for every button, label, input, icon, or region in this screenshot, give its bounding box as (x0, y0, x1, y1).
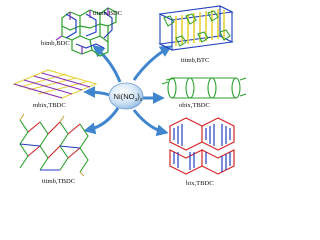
titmb-btc-network (158, 5, 234, 51)
arrow-to-titmb-btc (132, 45, 173, 81)
mbix-tbdc-grid (12, 69, 98, 99)
titmb-bdc-network (55, 7, 117, 57)
label-mbix-tbdc: mbix,TBDC (33, 102, 66, 109)
label-bix-tbdc: bix,TBDC (186, 180, 214, 187)
reaction-scheme-diagram: Ni(NO3)2 titmb,BDC bimb,BDC (12, 5, 247, 187)
titmb-tbdc-lattice (19, 113, 89, 177)
center-label: Ni(NO3)2 (114, 92, 143, 103)
label-bimb-bdc: bimb,BDC (41, 40, 70, 47)
arrow-to-mbix-tbdc (83, 86, 111, 99)
arrow-to-titmb-bdc (92, 44, 122, 83)
reaction-arrows (83, 44, 173, 137)
label-titmb-btc: titmb,BTC (181, 57, 210, 64)
label-obix-tbdc: obix,TBDC (179, 102, 211, 109)
label-titmb-tbdc: titmb,TBDC (42, 178, 76, 185)
arrow-to-titmb-tbdc (83, 107, 120, 135)
obix-tbdc-tubes (161, 77, 247, 99)
label-titmb-bdc: titmb,BDC (93, 10, 123, 17)
bix-tbdc-framework (169, 117, 235, 175)
nickel-nitrate-center: Ni(NO3)2 (108, 82, 144, 110)
arrow-to-bix-tbdc (132, 109, 169, 137)
